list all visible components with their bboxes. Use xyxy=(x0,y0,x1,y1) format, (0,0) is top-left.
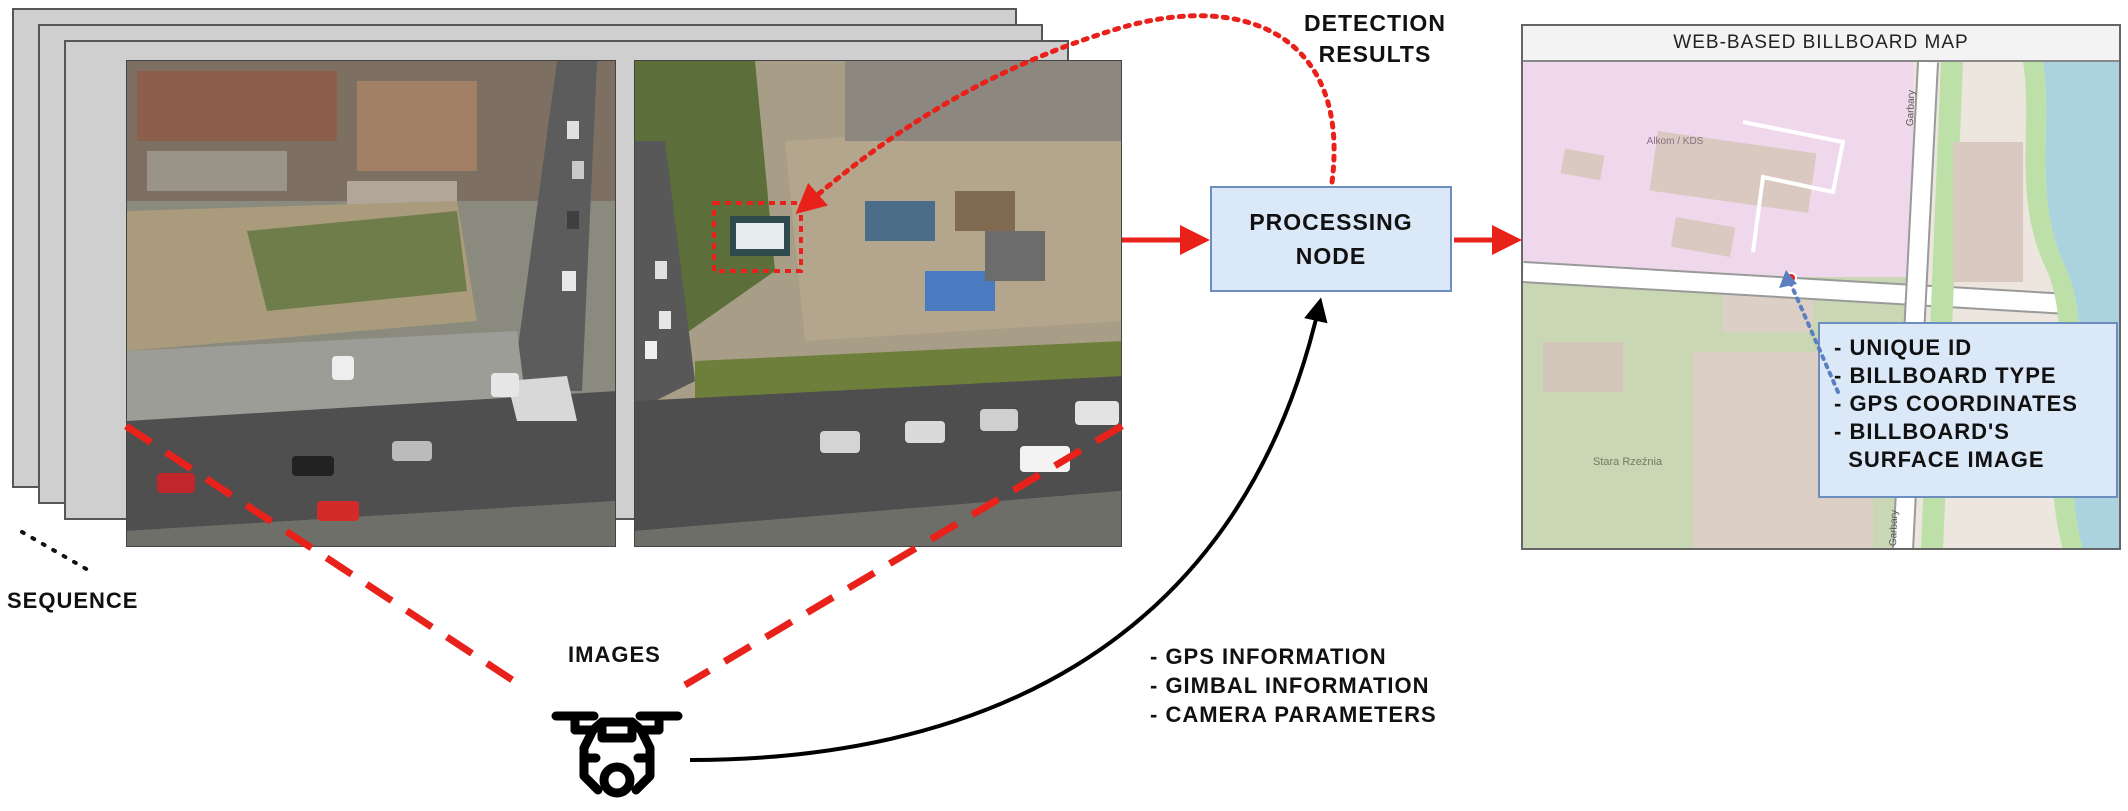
map-place-label-1: Alkom / KDS xyxy=(1646,136,1704,147)
fov-line-right xyxy=(683,422,1124,689)
detection-results-arrow xyxy=(795,13,1337,214)
detection-results-line-1: DETECTION xyxy=(1304,10,1446,36)
sequence-label: SEQUENCE xyxy=(7,588,139,613)
aerial-photo-right-graphic xyxy=(635,61,1121,546)
images-label: IMAGES xyxy=(568,642,661,667)
metadata-gimbal-information: - GIMBAL INFORMATION xyxy=(1150,673,1430,698)
billboard-detection-box xyxy=(712,201,803,273)
detection-results-label: DETECTION RESULTS xyxy=(1300,8,1450,70)
aerial-photo-right xyxy=(634,60,1122,547)
processing-node-line-1: PROCESSING xyxy=(1249,209,1413,235)
info-billboard-surface-line-1: - BILLBOARD'S xyxy=(1834,419,2010,444)
sequence-dots xyxy=(20,530,90,572)
info-unique-id: - UNIQUE ID xyxy=(1834,335,1973,360)
drone-to-node-arrow xyxy=(689,297,1328,762)
metadata-gps-information: - GPS INFORMATION xyxy=(1150,644,1387,669)
info-gps-coordinates: - GPS COORDINATES xyxy=(1834,391,2078,416)
billboard-info-box: - UNIQUE ID - BILLBOARD TYPE - GPS COORD… xyxy=(1818,322,2118,498)
processing-node-box: PROCESSING NODE xyxy=(1210,186,1452,292)
info-billboard-type: - BILLBOARD TYPE xyxy=(1834,363,2057,388)
fov-line-left xyxy=(124,423,522,688)
info-to-map-arrowhead xyxy=(1779,270,1797,288)
info-to-map-arrow xyxy=(1788,280,1840,394)
aerial-photo-left xyxy=(126,60,616,547)
map-place-label-2: Stara Rzeźnia xyxy=(1593,456,1663,468)
drone-metadata-list: - GPS INFORMATION - GIMBAL INFORMATION -… xyxy=(1150,642,1437,729)
processing-node-label: PROCESSING NODE xyxy=(1249,205,1412,273)
aerial-photo-left-graphic xyxy=(127,61,615,546)
map-title: WEB-BASED BILLBOARD MAP xyxy=(1523,26,2119,62)
detection-results-line-2: RESULTS xyxy=(1318,41,1432,67)
drone-icon xyxy=(551,711,683,798)
processing-node-line-2: NODE xyxy=(1295,243,1367,269)
info-billboard-surface-line-2: SURFACE IMAGE xyxy=(1834,447,2045,472)
metadata-camera-parameters: - CAMERA PARAMETERS xyxy=(1150,702,1437,727)
